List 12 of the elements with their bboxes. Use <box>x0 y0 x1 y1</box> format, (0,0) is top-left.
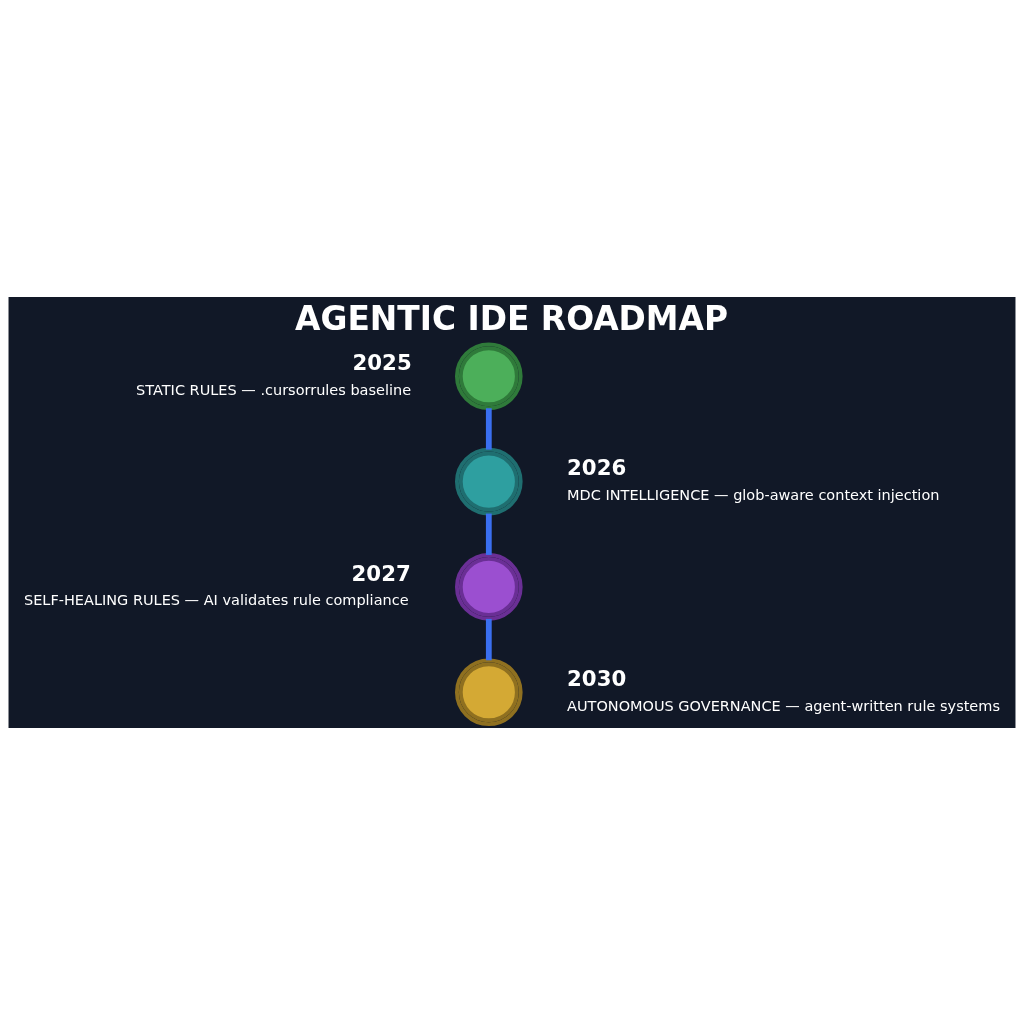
connector <box>485 618 492 660</box>
node-label: SELF-HEALING RULES — AI validates rule compliance <box>23 591 409 608</box>
diagram-title: AGENTIC IDE ROADMAP <box>295 299 729 338</box>
node-label: 2027 <box>351 560 411 586</box>
node-label: 2026 <box>567 454 627 480</box>
node-label: 2025 <box>352 349 412 375</box>
connector <box>485 513 492 555</box>
node-label: MDC INTELLIGENCE — glob-aware context injection <box>567 486 940 503</box>
connector <box>485 407 492 450</box>
node-label: 2030 <box>567 665 627 691</box>
node-label: AUTONOMOUS GOVERNANCE — agent-written rule systems <box>567 697 1000 714</box>
node-label: STATIC RULES — .cursorrules baseline <box>136 381 412 398</box>
